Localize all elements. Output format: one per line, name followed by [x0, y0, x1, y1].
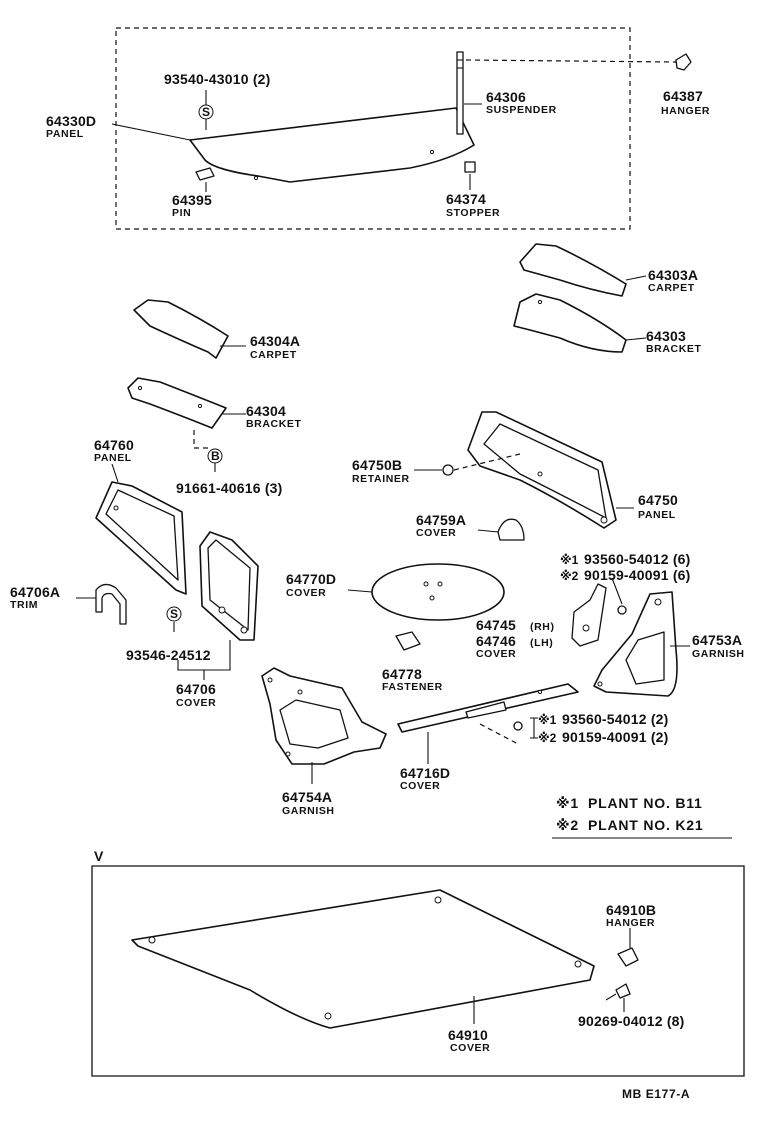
- label-64770D-name: COVER: [286, 587, 326, 599]
- label-64304-number: 64304: [246, 403, 286, 419]
- label-64330D-number: 64330D: [46, 113, 96, 129]
- label-64753A-number: 64753A: [692, 632, 742, 648]
- label-64754A-name: GARNISH: [282, 805, 335, 817]
- alt-upper-1-mark: ※1: [560, 553, 579, 567]
- label-64303-name: BRACKET: [646, 343, 702, 355]
- note-1-text: PLANT NO. B11: [588, 795, 703, 811]
- label-90269-number: 90269-04012 (8): [578, 1013, 685, 1029]
- s-marker-top: S: [202, 105, 210, 119]
- s-marker-lower-circle: [166, 606, 182, 622]
- label-64910B-name: HANGER: [606, 917, 655, 929]
- label-64746-name: COVER: [476, 648, 516, 660]
- labels: 64330D PANEL 93540-43010 (2) 64306 SUSPE…: [10, 71, 745, 1101]
- hanger-dashed-link: [465, 59, 677, 63]
- label-64750B-number: 64750B: [352, 457, 402, 473]
- label-64778-number: 64778: [382, 666, 422, 682]
- panel-assembly-group: S: [111, 27, 692, 230]
- clip-shape-upper[interactable]: [617, 605, 627, 615]
- b-marker: B: [211, 449, 220, 463]
- label-64304A-number: 64304A: [250, 333, 300, 349]
- s-marker-lower: S: [170, 607, 178, 621]
- label-64759A-number: 64759A: [416, 512, 466, 528]
- label-64395-number: 64395: [172, 192, 212, 208]
- carpet-64303A-shape[interactable]: [519, 243, 627, 297]
- cover-64745-64746-shape[interactable]: [571, 583, 607, 647]
- label-64303-number: 64303: [646, 328, 686, 344]
- bracket-64304-shape[interactable]: [127, 377, 227, 429]
- label-64374-name: STOPPER: [446, 207, 500, 219]
- cover-64759A-shape[interactable]: [497, 518, 525, 541]
- label-64745-number: 64745: [476, 617, 516, 633]
- hanger-64910B-shape[interactable]: [617, 947, 639, 967]
- label-64706A-number: 64706A: [10, 584, 60, 600]
- alt-lower-1-number: 93560-54012 (2): [562, 711, 669, 727]
- label-64706-name: COVER: [176, 697, 216, 709]
- label-64387-number: 64387: [663, 88, 703, 104]
- alt-upper-2-mark: ※2: [560, 569, 579, 583]
- label-64304A-name: CARPET: [250, 349, 297, 361]
- alt-upper-2-number: 90159-40091 (6): [584, 567, 691, 583]
- label-64746-number: 64746: [476, 633, 516, 649]
- alt-lower-2-number: 90159-40091 (2): [562, 729, 669, 745]
- label-64910-name: COVER: [450, 1042, 490, 1054]
- note-2-text: PLANT NO. K21: [588, 817, 703, 833]
- retainer-64750B-shape[interactable]: [442, 464, 454, 476]
- label-64706A-name: TRIM: [10, 599, 38, 611]
- label-64759A-name: COVER: [416, 527, 456, 539]
- clip-shape-lower[interactable]: [513, 721, 523, 731]
- stopper-64374-shape[interactable]: [464, 161, 476, 173]
- label-64745-side: (RH): [530, 621, 555, 633]
- label-64330D-name: PANEL: [46, 128, 84, 140]
- label-64910-number: 64910: [448, 1027, 488, 1043]
- bracket-64303-shape[interactable]: [513, 293, 627, 353]
- figure-reference: MB E177-A: [622, 1087, 690, 1101]
- label-64303A-name: CARPET: [648, 282, 695, 294]
- alt-upper-1-number: 93560-54012 (6): [584, 551, 691, 567]
- pin-64395-shape[interactable]: [195, 167, 215, 181]
- label-64746-side: (LH): [530, 637, 553, 649]
- panel-assembly-dashed-box: [115, 27, 631, 230]
- label-64387-name: HANGER: [661, 105, 710, 117]
- panel-64330D-shape[interactable]: [189, 107, 475, 183]
- cover-64910-shape[interactable]: [131, 889, 595, 1029]
- label-93540-number: 93540-43010 (2): [164, 71, 271, 87]
- label-64306-name: SUSPENDER: [486, 104, 557, 116]
- cover-assembly-box: [91, 865, 745, 1077]
- alt-lower-1-mark: ※1: [538, 713, 557, 727]
- section-label: V: [94, 848, 104, 864]
- label-64760-name: PANEL: [94, 452, 132, 464]
- cover-64770D-shape[interactable]: [371, 563, 505, 621]
- suspender-rod[interactable]: [456, 51, 464, 135]
- label-91661-number: 91661-40616 (3): [176, 480, 283, 496]
- label-64706-number: 64706: [176, 681, 216, 697]
- fastener-64778-shape[interactable]: [395, 631, 421, 651]
- label-93546-number: 93546-24512: [126, 647, 211, 663]
- label-64716D-number: 64716D: [400, 765, 450, 781]
- label-64374-number: 64374: [446, 191, 486, 207]
- label-64303A-number: 64303A: [648, 267, 698, 283]
- label-64754A-number: 64754A: [282, 789, 332, 805]
- label-64716D-name: COVER: [400, 780, 440, 792]
- note-1-mark: ※1: [556, 795, 579, 811]
- note-2-mark: ※2: [556, 817, 579, 833]
- carpet-64304A-shape[interactable]: [133, 299, 229, 359]
- label-64750-number: 64750: [638, 492, 678, 508]
- label-64770D-number: 64770D: [286, 571, 336, 587]
- alt-lower-2-mark: ※2: [538, 731, 557, 745]
- trim-64706A-shape[interactable]: [95, 583, 127, 625]
- cover-assembly-group: [91, 865, 745, 1077]
- label-64753A-name: GARNISH: [692, 648, 745, 660]
- hanger-64387-shape[interactable]: [675, 53, 692, 71]
- label-64304-name: BRACKET: [246, 418, 302, 430]
- label-64306-number: 64306: [486, 89, 526, 105]
- screw-90269-shape[interactable]: [615, 983, 631, 999]
- label-64778-name: FASTENER: [382, 681, 443, 693]
- label-64910B-number: 64910B: [606, 902, 656, 918]
- label-64750B-name: RETAINER: [352, 473, 410, 485]
- label-64750-name: PANEL: [638, 509, 676, 521]
- label-64395-name: PIN: [172, 207, 191, 219]
- label-64760-number: 64760: [94, 437, 134, 453]
